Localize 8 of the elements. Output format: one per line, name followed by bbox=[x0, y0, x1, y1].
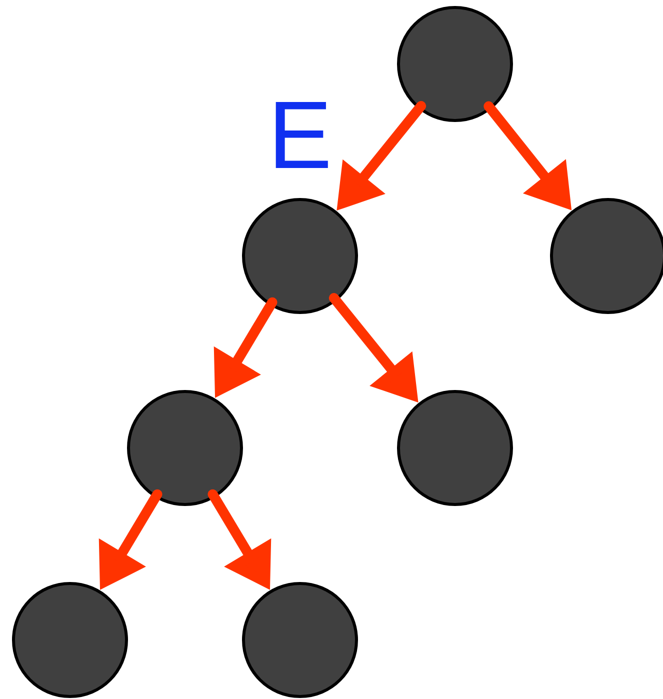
tree-node bbox=[242, 582, 358, 698]
tree-node bbox=[397, 6, 513, 122]
tree-node bbox=[242, 198, 358, 314]
tree-node bbox=[397, 390, 513, 506]
tree-node bbox=[12, 582, 128, 698]
tree-node bbox=[550, 198, 663, 314]
tree-node bbox=[127, 390, 243, 506]
letter-label: E bbox=[276, 102, 328, 168]
